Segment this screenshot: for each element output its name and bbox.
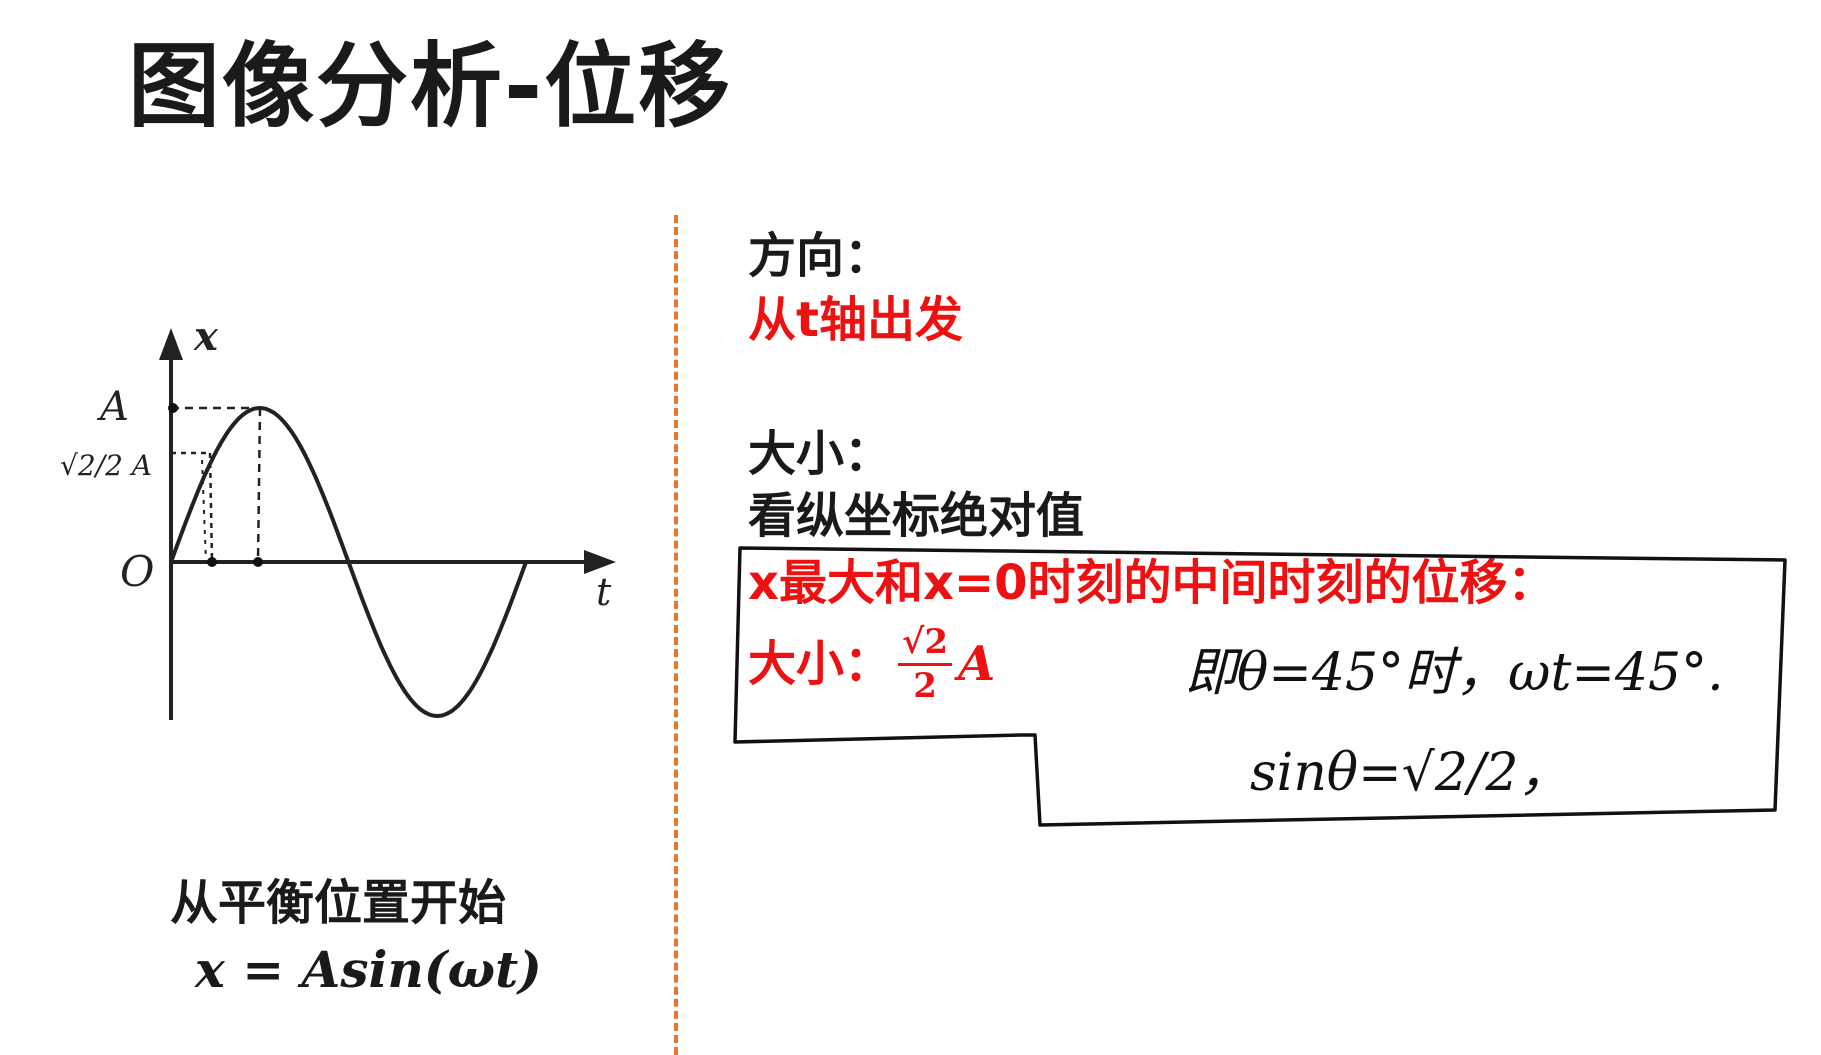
sqrt2-over-2: √2 2: [898, 622, 953, 707]
half-amp-label: √2/2 A: [60, 449, 152, 482]
origin-label: O: [120, 547, 154, 596]
magnitude-value: 看纵坐标绝对值: [748, 488, 1085, 544]
midpoint-answer: 大小： √2 2 A: [748, 622, 995, 707]
page-title: 图像分析-位移: [128, 33, 733, 140]
sine-graph: x t O A √2/2 A: [60, 320, 616, 720]
x-axis-label: x: [193, 320, 219, 360]
direction-value: 从t轴出发: [748, 292, 963, 348]
half-drop: [208, 452, 214, 563]
midpoint-heading: x最大和x=0时刻的中间时刻的位移：: [748, 555, 1556, 611]
t2-point: [253, 557, 263, 567]
caption: 从平衡位置开始: [170, 875, 507, 931]
t-axis-label: t: [596, 570, 612, 614]
handwritten-line-2: sinθ=√2/2，: [1250, 743, 1571, 803]
magnitude-heading: 大小：: [748, 426, 893, 482]
amp-point: [168, 403, 178, 413]
x-axis-arrow: [159, 328, 183, 360]
divider: [674, 215, 678, 1055]
t1-point: [207, 557, 217, 567]
formula: x = Asin(ωt): [195, 940, 542, 999]
midpoint-label: 大小：: [748, 635, 893, 692]
peak-guide: [256, 407, 262, 563]
frac-numerator: √2: [898, 622, 953, 666]
amp-label: A: [96, 384, 129, 430]
t-axis-arrow: [584, 550, 616, 574]
frac-denominator: 2: [913, 665, 937, 706]
half-drop-2: [201, 459, 207, 563]
frac-variable: A: [958, 635, 996, 692]
sine-curve: [169, 405, 528, 719]
direction-heading: 方向：: [748, 228, 893, 284]
handwritten-line-1: 即θ=45°时，ωt=45°.: [1185, 643, 1724, 703]
